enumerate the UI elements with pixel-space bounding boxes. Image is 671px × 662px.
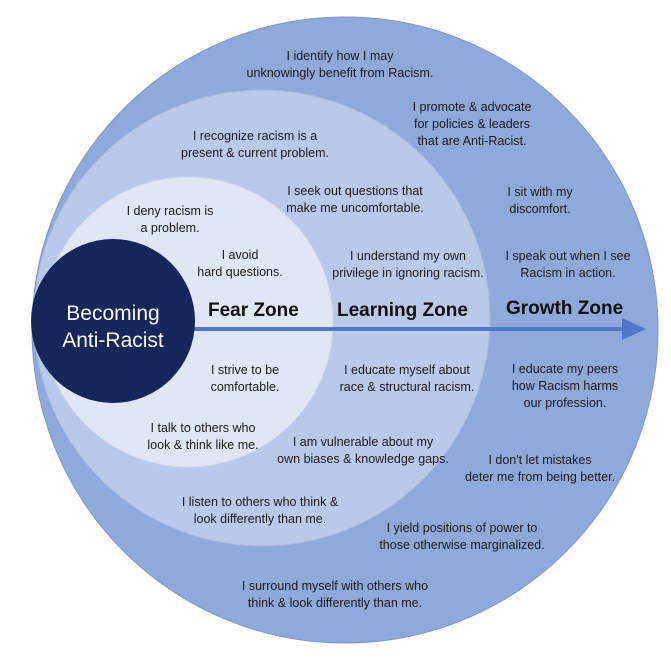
growth-statement: I surround myself with others who think … [241,579,429,610]
growth-statement: I don't let mistakes deter me from being… [464,453,616,484]
learning-statement: I seek out questions that make me uncomf… [286,184,424,215]
growth-statement: I yield positions of power to those othe… [379,521,545,552]
learning-statement: I educate myself about race & structural… [339,363,475,394]
learning-zone-label: Learning Zone [337,300,468,321]
core-circle [31,239,195,403]
fear-statement: I strive to be comfortable. [210,363,280,394]
growth-statement: I promote & advocate for policies & lead… [412,100,532,148]
growth-statement: I speak out when I see Racism in action. [505,249,631,280]
growth-statement: I educate my peers how Racism harms our … [511,362,619,410]
growth-arrow-head [622,318,646,340]
core-label: Becoming Anti-Racist [62,302,164,352]
fear-statement: I deny racism is a problem. [126,204,214,235]
fear-zone-label: Fear Zone [208,300,299,321]
growth-statement: I identify how I may unknowingly benefit… [246,49,434,80]
learning-statement: I recognize racism is a present & curren… [181,129,329,160]
growth-statement: I sit with my discomfort. [507,185,573,216]
fear-statement: I talk to others who look & think like m… [147,421,259,452]
learning-statement: I am vulnerable about my own biases & kn… [277,435,449,466]
fear-statement: I avoid hard questions. [197,248,283,279]
growth-zone-label: Growth Zone [506,298,624,319]
learning-statement: I understand my own privilege in ignorin… [332,249,484,280]
learning-statement: I listen to others who think & look diff… [181,495,339,526]
